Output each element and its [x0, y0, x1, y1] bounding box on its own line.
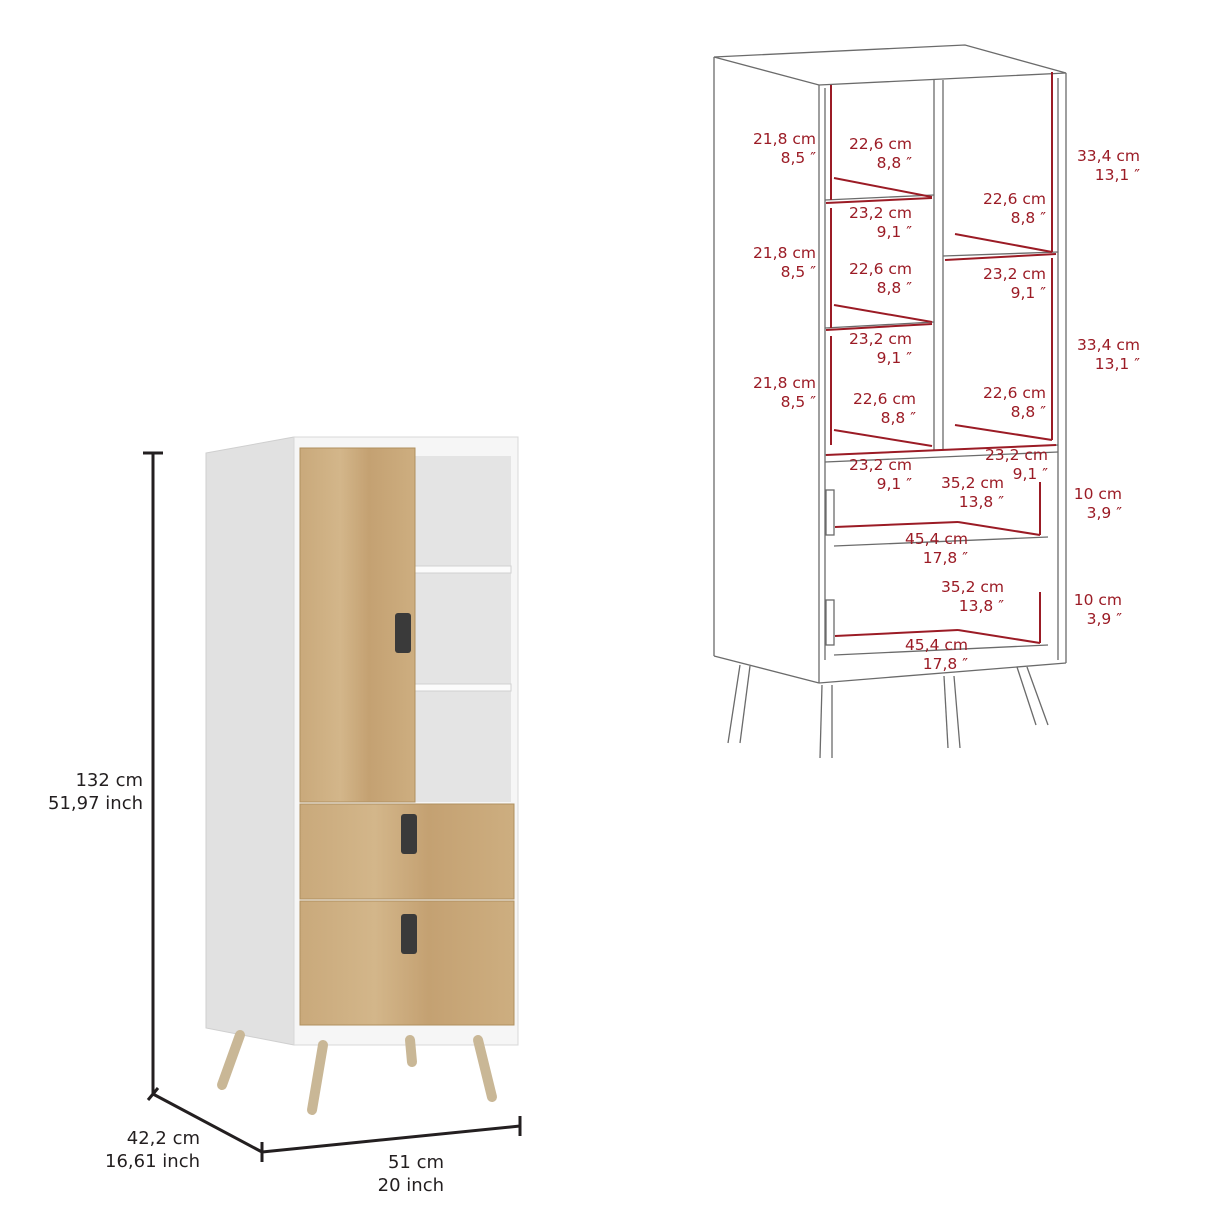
width-cm: 51 cm	[387, 1152, 444, 1173]
height-inch: 51,97 inch	[48, 792, 143, 814]
drawer-1-depth: 35,2 cm 13,8 ″	[940, 474, 1004, 512]
shelf-2	[414, 683, 512, 692]
right-compartment-1-height: 33,4 cm 13,1 ″	[1076, 147, 1140, 185]
left-compartment-3-width: 23,2 cm 9,1 ″	[848, 456, 912, 494]
height-label: 132 cm 51,97 inch	[40, 770, 143, 815]
left-compartment-3-depth: 22,6 cm 8,8 ″	[852, 390, 916, 428]
drawer-upper-handle	[401, 814, 417, 854]
right-compartment-2-height: 33,4 cm 13,1 ″	[1076, 336, 1140, 374]
right-compartment-1-depth: 22,6 cm 8,8 ″	[982, 190, 1046, 228]
shelf-1	[414, 565, 512, 574]
width-label: 51 cm 20 inch	[340, 1152, 444, 1197]
depth-cm: 42,2 cm	[126, 1128, 200, 1149]
left-compartment-1-width: 23,2 cm 9,1 ″	[848, 204, 912, 242]
left-compartment-3-height: 21,8 cm 8,5 ″	[752, 374, 816, 412]
drawer-1-width: 45,4 cm 17,8 ″	[904, 530, 968, 568]
cabinet-side-panel	[205, 436, 295, 1046]
drawer-2-width: 45,4 cm 17,8 ″	[904, 636, 968, 674]
drawer-lower-handle	[401, 914, 417, 954]
right-compartment-2-width: 23,2 cm 9,1 ″	[984, 446, 1048, 484]
height-cm: 132 cm	[75, 770, 143, 791]
left-compartment-2-width: 23,2 cm 9,1 ″	[848, 330, 912, 368]
cabinet-legs	[217, 1030, 497, 1115]
left-compartment-1-depth: 22,6 cm 8,8 ″	[848, 135, 912, 173]
open-shelf-interior	[415, 456, 511, 802]
left-compartment-1-height: 21,8 cm 8,5 ″	[752, 130, 816, 168]
drawer-2-height: 10 cm 3,9 ″	[1073, 591, 1122, 629]
interior-dimension-lines	[825, 72, 1057, 644]
door-handle	[395, 613, 411, 653]
overall-dimension-lines	[143, 451, 522, 1162]
width-inch: 20 inch	[377, 1174, 444, 1196]
depth-label: 42,2 cm 16,61 inch	[60, 1128, 200, 1173]
right-compartment-1-width: 23,2 cm 9,1 ″	[982, 265, 1046, 303]
drawer-2-depth: 35,2 cm 13,8 ″	[940, 578, 1004, 616]
depth-inch: 16,61 inch	[105, 1150, 200, 1172]
right-compartment-2-depth: 22,6 cm 8,8 ″	[982, 384, 1046, 422]
left-compartment-2-height: 21,8 cm 8,5 ″	[752, 244, 816, 282]
drawer-1-height: 10 cm 3,9 ″	[1073, 485, 1122, 523]
left-compartment-2-depth: 22,6 cm 8,8 ″	[848, 260, 912, 298]
